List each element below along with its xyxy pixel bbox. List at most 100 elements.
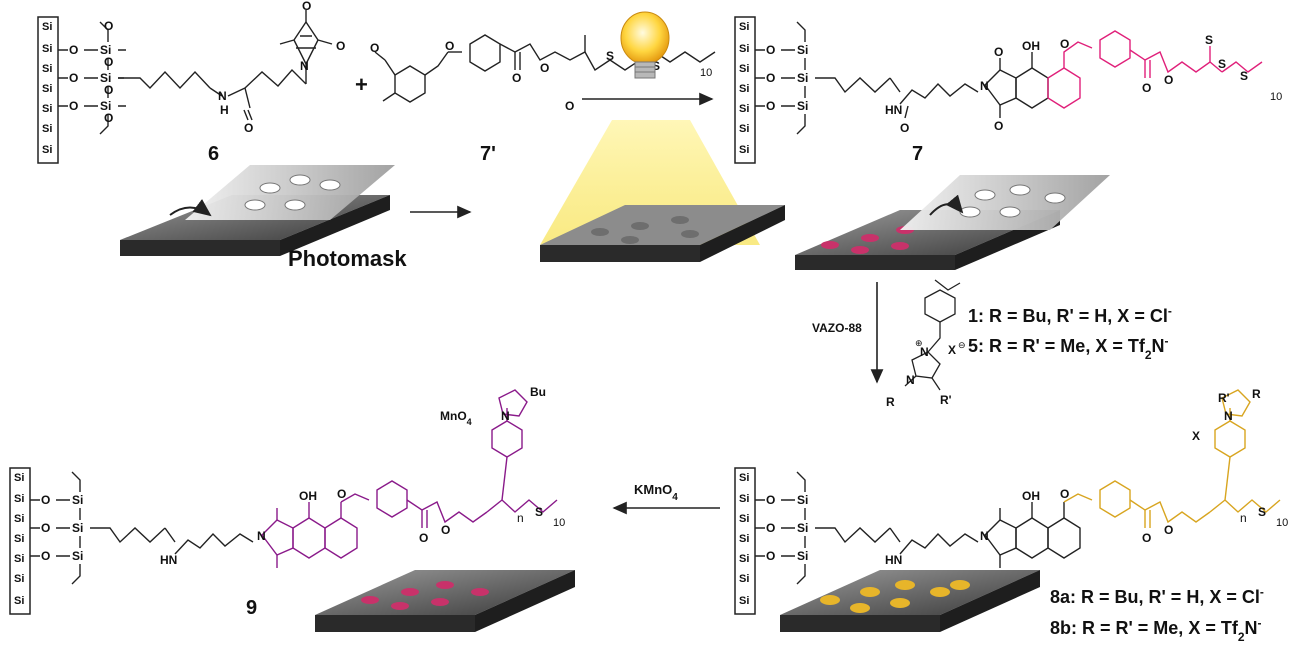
svg-text:10: 10 <box>1276 517 1288 529</box>
svg-text:Si: Si <box>797 71 808 85</box>
svg-text:Si: Si <box>14 533 24 545</box>
svg-text:O: O <box>766 549 775 563</box>
photomask-label: Photomask <box>288 246 407 271</box>
svg-text:O: O <box>994 119 1003 133</box>
plate-under-light <box>540 120 785 262</box>
svg-text:O: O <box>766 521 775 535</box>
monomer-structure <box>904 279 961 391</box>
svg-text:8a: R = Bu, R' = H, X = Cl-: 8a: R = Bu, R' = H, X = Cl- <box>1050 585 1264 607</box>
svg-text:Si: Si <box>797 43 808 57</box>
svg-text:S: S <box>1240 69 1248 83</box>
svg-text:S: S <box>535 505 543 519</box>
siloxane-anchor-6 <box>58 20 319 135</box>
svg-text:Si: Si <box>739 595 749 607</box>
light-bulb-icon <box>620 11 670 79</box>
svg-text:Si: Si <box>14 553 24 565</box>
svg-text:10: 10 <box>1270 91 1282 103</box>
svg-text:Si: Si <box>797 549 808 563</box>
svg-text:Si: Si <box>72 549 83 563</box>
svg-text:O: O <box>419 531 428 545</box>
svg-text:Si: Si <box>739 144 749 156</box>
svg-text:1: R = Bu, R' = H, X = Cl-: 1: R = Bu, R' = H, X = Cl- <box>968 304 1172 326</box>
compound-7-core <box>984 52 1049 118</box>
svg-text:Si: Si <box>14 595 24 607</box>
svg-text:Si: Si <box>739 63 749 75</box>
compound-9-purple-core <box>261 389 558 568</box>
svg-text:Si: Si <box>739 513 749 525</box>
svg-text:Si: Si <box>100 99 111 113</box>
svg-text:H: H <box>220 103 229 117</box>
svg-text:Si: Si <box>42 21 52 33</box>
svg-text:O: O <box>104 19 113 33</box>
svg-text:O: O <box>445 39 454 53</box>
svg-text:MnO4: MnO4 <box>440 409 472 427</box>
label-compound-9: 9 <box>246 597 257 619</box>
svg-text:O: O <box>41 549 50 563</box>
svg-text:O: O <box>69 71 78 85</box>
svg-text:O: O <box>1142 531 1151 545</box>
svg-text:O: O <box>1060 487 1069 501</box>
product-legend: 8a: R = Bu, R' = H, X = Cl- 8b: R = R' =… <box>1050 585 1264 644</box>
monomer-legend: 1: R = Bu, R' = H, X = Cl- 5: R = R' = M… <box>968 304 1172 362</box>
svg-text:O: O <box>69 99 78 113</box>
kmno4-reagent: KMnO4 <box>634 482 678 503</box>
plate-gold-spots <box>780 570 1040 632</box>
vazo-reagent: VAZO-88 <box>812 321 862 335</box>
svg-text:OH: OH <box>1022 489 1040 503</box>
svg-text:Si: Si <box>797 521 808 535</box>
svg-text:Si: Si <box>100 71 111 85</box>
svg-text:Si: Si <box>72 493 83 507</box>
svg-text:HN: HN <box>160 553 177 567</box>
svg-text:O: O <box>1164 523 1173 537</box>
svg-text:N: N <box>218 89 227 103</box>
svg-text:OH: OH <box>1022 39 1040 53</box>
svg-text:O: O <box>41 521 50 535</box>
svg-text:S: S <box>1205 33 1213 47</box>
svg-text:Si: Si <box>42 123 52 135</box>
svg-text:O: O <box>336 39 345 53</box>
compound-7-magenta-chain <box>1047 30 1263 109</box>
plus-sign: + <box>355 72 368 97</box>
svg-text:OH: OH <box>299 489 317 503</box>
svg-text:R': R' <box>940 393 952 407</box>
svg-text:O: O <box>41 493 50 507</box>
svg-text:O: O <box>565 99 574 113</box>
svg-text:Si: Si <box>739 21 749 33</box>
svg-text:Si: Si <box>797 493 808 507</box>
plate-magenta-spots <box>795 175 1110 270</box>
svg-text:Si: Si <box>739 553 749 565</box>
compound-8-black <box>755 471 1081 585</box>
svg-text:⊖: ⊖ <box>958 340 966 350</box>
svg-text:O: O <box>104 55 113 69</box>
svg-text:N: N <box>906 373 915 387</box>
svg-text:O: O <box>766 99 775 113</box>
si-surface-6: Si Si Si Si Si Si Si <box>37 16 59 164</box>
label-compound-7: 7 <box>912 143 923 165</box>
svg-text:N: N <box>257 529 266 543</box>
svg-text:Si: Si <box>739 472 749 484</box>
si-surface-9: Si Si Si Si Si Si Si <box>9 467 31 615</box>
svg-text:Si: Si <box>14 513 24 525</box>
svg-text:O: O <box>1142 81 1151 95</box>
svg-text:Si: Si <box>14 472 24 484</box>
svg-text:Si: Si <box>739 533 749 545</box>
svg-text:Si: Si <box>72 521 83 535</box>
si-surface-7: Si Si Si Si Si Si Si <box>734 16 756 164</box>
compound-7-black <box>755 21 979 135</box>
svg-text:Si: Si <box>42 144 52 156</box>
svg-text:n: n <box>517 511 524 525</box>
svg-text:5: R = R' = Me, X = Tf2N-: 5: R = R' = Me, X = Tf2N- <box>968 334 1169 362</box>
svg-text:N: N <box>920 345 929 359</box>
svg-text:S: S <box>606 49 614 63</box>
svg-text:S: S <box>1258 505 1266 519</box>
svg-text:Si: Si <box>14 493 24 505</box>
maleimide-6 <box>279 10 333 49</box>
svg-text:O: O <box>244 121 253 135</box>
svg-text:N: N <box>300 59 309 73</box>
svg-text:Si: Si <box>739 83 749 95</box>
svg-text:Si: Si <box>14 573 24 585</box>
svg-text:Si: Si <box>42 43 52 55</box>
svg-text:10: 10 <box>700 67 712 79</box>
svg-text:Bu: Bu <box>530 385 546 399</box>
label-compound-6: 6 <box>208 143 219 165</box>
